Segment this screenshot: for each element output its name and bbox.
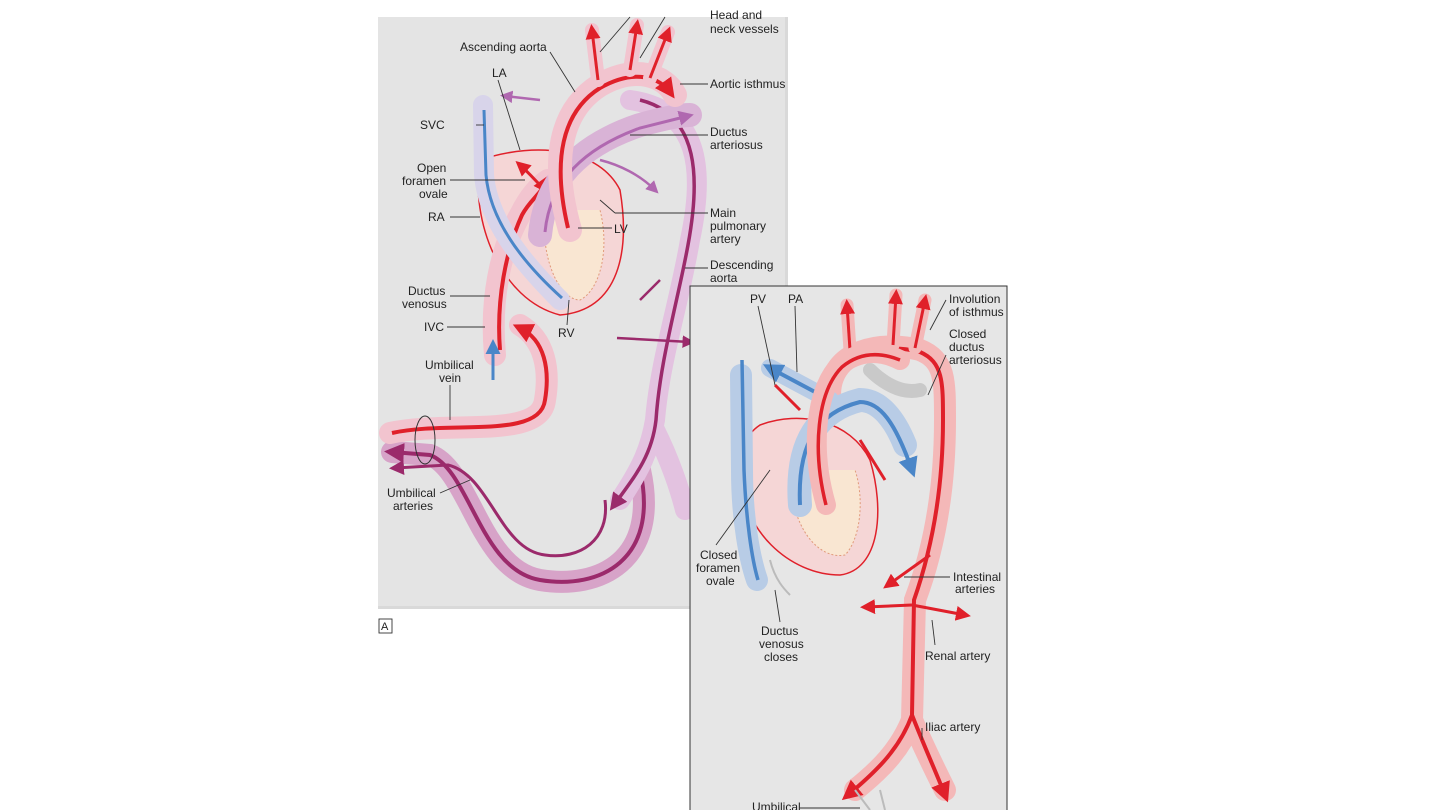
label-umb-arteries-1: Umbilical (387, 486, 436, 500)
label-involution-2: of isthmus (949, 305, 1004, 319)
label-head-neck-2: neck vessels (710, 22, 779, 36)
label-svc: SVC (420, 118, 445, 132)
label-closed-da-2: ductus (949, 340, 984, 354)
label-la: LA (492, 66, 507, 80)
label-umb-vein-2: vein (439, 371, 461, 385)
label-head-neck-1: Head and (710, 8, 762, 22)
label-main-pa-1: Main (710, 206, 736, 220)
label-closed-fo-1: Closed (700, 548, 737, 562)
pulmonary-artery-vessel (500, 90, 702, 247)
label-closed-fo-2: foramen (696, 561, 740, 575)
label-ascending-aorta: Ascending aorta (460, 40, 547, 54)
label-ductus-arteriosus-2: arteriosus (710, 138, 763, 152)
panel-b-leader-lines (715, 299, 950, 809)
label-open-fo-3: ovale (419, 187, 448, 201)
label-renal-artery: Renal artery (925, 649, 990, 663)
label-closed-fo-3: ovale (706, 574, 735, 588)
panel-b-labels: PV PA Involution of isthmus Closed ductu… (696, 292, 1004, 810)
panel-a-labels: Head and neck vessels Ascending aorta LA… (381, 8, 785, 633)
label-closed-da-3: arteriosus (949, 353, 1002, 367)
label-ductus-venosus-1: Ductus (408, 284, 445, 298)
label-dv-closes-3: closes (764, 650, 798, 664)
label-ivc: IVC (424, 320, 444, 334)
label-dv-closes-2: venosus (759, 637, 804, 651)
label-ductus-venosus-2: venosus (402, 297, 447, 311)
label-ductus-arteriosus-1: Ductus (710, 125, 747, 139)
postnatal-ascending-aorta (773, 343, 910, 515)
label-ra: RA (428, 210, 445, 224)
label-iliac-artery: Iliac artery (925, 720, 980, 734)
panel-b (689, 285, 1008, 810)
aortic-arch-vessel (515, 18, 687, 242)
label-pa: PA (788, 292, 803, 306)
label-rv: RV (558, 326, 574, 340)
label-lv: LV (614, 222, 628, 236)
umbilical-arteries-vessel (381, 441, 655, 593)
label-involution-1: Involution (949, 292, 1000, 306)
label-intestinal-1: Intestinal (953, 570, 1001, 584)
label-desc-aorta-1: Descending (710, 258, 773, 272)
label-umb-arteries-2: arteries (393, 499, 433, 513)
descending-aorta-vessel (609, 90, 707, 520)
label-umb-vein-1: Umbilical (425, 358, 474, 372)
label-desc-aorta-2: aorta (710, 271, 738, 285)
label-open-fo-1: Open (417, 161, 446, 175)
umbilical-vein-vessel (379, 314, 558, 465)
panel-a-marker: A (381, 621, 389, 633)
label-umbilical-partial: Umbilical (752, 800, 801, 810)
label-dv-closes-1: Ductus (761, 624, 798, 638)
label-open-fo-2: foramen (402, 174, 446, 188)
label-aortic-isthmus: Aortic isthmus (710, 77, 785, 91)
label-main-pa-2: pulmonary (710, 219, 766, 233)
label-closed-da-1: Closed (949, 327, 986, 341)
panel-a-leader-lines (439, 16, 708, 494)
label-pv: PV (750, 292, 766, 306)
svc-vessel (473, 95, 570, 310)
label-main-pa-3: artery (710, 232, 741, 246)
panel-a-marker-box (378, 618, 393, 634)
postnatal-vena-cava (730, 359, 791, 596)
label-intestinal-2: arteries (955, 582, 995, 596)
